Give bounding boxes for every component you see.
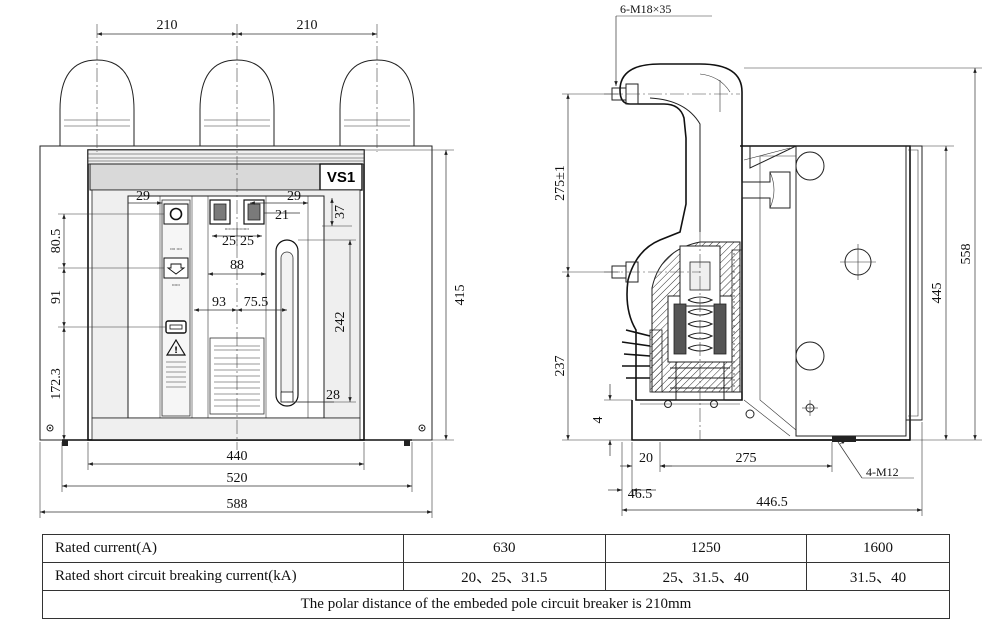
table-note: The polar distance of the embeded pole c… [42, 590, 950, 619]
dim-237: 237 [553, 356, 568, 377]
mount-callout: 4-M12 [866, 465, 899, 479]
row-label-breaking-current: Rated short circuit breaking current(kA) [42, 562, 404, 591]
dim-415: 415 [453, 285, 468, 306]
dim-25-a: 25 [222, 234, 236, 249]
housing-hole-bottom [795, 341, 825, 371]
dim-91: 91 [49, 290, 64, 304]
front-view: VS1 ▫▫ ▫▫ ▫▫▫ ! ▫▫▫▫▫▫▫▫▫ [39, 18, 468, 518]
mechanism-housing [740, 145, 911, 441]
mount-hole-left [46, 424, 54, 432]
warning-icon [165, 338, 187, 356]
connector-arm [741, 171, 791, 209]
dim-242: 242 [333, 312, 348, 333]
cell-value: 25、31.5、40 [604, 562, 807, 591]
dim-75-5: 75.5 [244, 295, 269, 310]
control-column [161, 199, 191, 417]
warning-text-lines [166, 361, 186, 388]
dim-445: 445 [930, 283, 945, 304]
dim-46-5: 46.5 [628, 487, 653, 502]
table-row: Rated short circuit breaking current(kA)… [42, 562, 950, 591]
dim-446-5: 446.5 [756, 495, 788, 510]
dim-phase-spacing-2: 210 [297, 18, 318, 33]
cell-value: 20、25、31.5 [403, 562, 606, 591]
down-arrow-icon [166, 263, 186, 275]
dim-275-pm1: 275±1 [553, 165, 568, 201]
dim-20: 20 [639, 451, 653, 466]
front-bottom-strip [91, 417, 361, 441]
close-button [163, 203, 189, 225]
dim-93: 93 [212, 295, 226, 310]
dim-28: 28 [326, 388, 340, 403]
dim-4: 4 [591, 417, 606, 424]
close-button-icon [169, 207, 183, 221]
front-header-bar [89, 163, 363, 191]
dim-21: 21 [275, 208, 289, 223]
dim-29-right: 29 [287, 189, 301, 204]
front-top-strip [87, 149, 365, 165]
charge-indicator [165, 320, 187, 334]
svg-text:!: ! [174, 346, 178, 356]
dim-phase-spacing-1: 210 [157, 18, 178, 33]
housing-hole-top [795, 151, 825, 181]
cell-value: 630 [403, 534, 606, 563]
dim-520: 520 [227, 471, 248, 486]
housing-side-panel [795, 145, 907, 437]
side-view: 6-M18×35 275±1 237 4 20 275 46.5 [553, 2, 982, 516]
cell-value: 1250 [604, 534, 807, 563]
row-label-rated-current: Rated current(A) [42, 534, 404, 563]
table-row: Rated current(A) 630 1250 1600 [42, 534, 950, 563]
front-dimensions: 210 210 29 29 21 37 25 25 88 93 75.5 [39, 18, 468, 518]
spec-table: Rated current(A) 630 1250 1600 Rated sho… [42, 534, 950, 619]
mount-hole-right [418, 424, 426, 432]
dim-80-5: 80.5 [49, 229, 64, 254]
cell-value: 31.5、40 [806, 562, 950, 591]
dim-558: 558 [959, 244, 974, 265]
technical-drawing: VS1 ▫▫ ▫▫ ▫▫▫ ! ▫▫▫▫▫▫▫▫▫ [39, 2, 982, 518]
dim-29-left: 29 [136, 189, 150, 204]
dim-37: 37 [333, 205, 348, 219]
brand-label: VS1 [327, 169, 355, 186]
dim-25-b: 25 [240, 234, 254, 249]
dim-275: 275 [736, 451, 757, 466]
table-row: The polar distance of the embeded pole c… [42, 590, 950, 619]
dim-172-3: 172.3 [49, 368, 64, 400]
svg-text:▫▫ ▫▫: ▫▫ ▫▫ [170, 246, 182, 251]
front-top-strip-lines [88, 153, 364, 162]
bolt-callout: 6-M18×35 [620, 2, 671, 16]
pole-body [619, 63, 743, 401]
svg-text:▫▫▫: ▫▫▫ [172, 282, 180, 287]
dim-440: 440 [227, 449, 248, 464]
dim-588: 588 [227, 497, 248, 512]
cell-value: 1600 [806, 534, 950, 563]
brand-plate [319, 163, 363, 191]
dim-88: 88 [230, 258, 244, 273]
base-plate [631, 400, 910, 441]
side-dimensions: 275±1 237 4 20 275 46.5 446.5 [553, 67, 982, 516]
